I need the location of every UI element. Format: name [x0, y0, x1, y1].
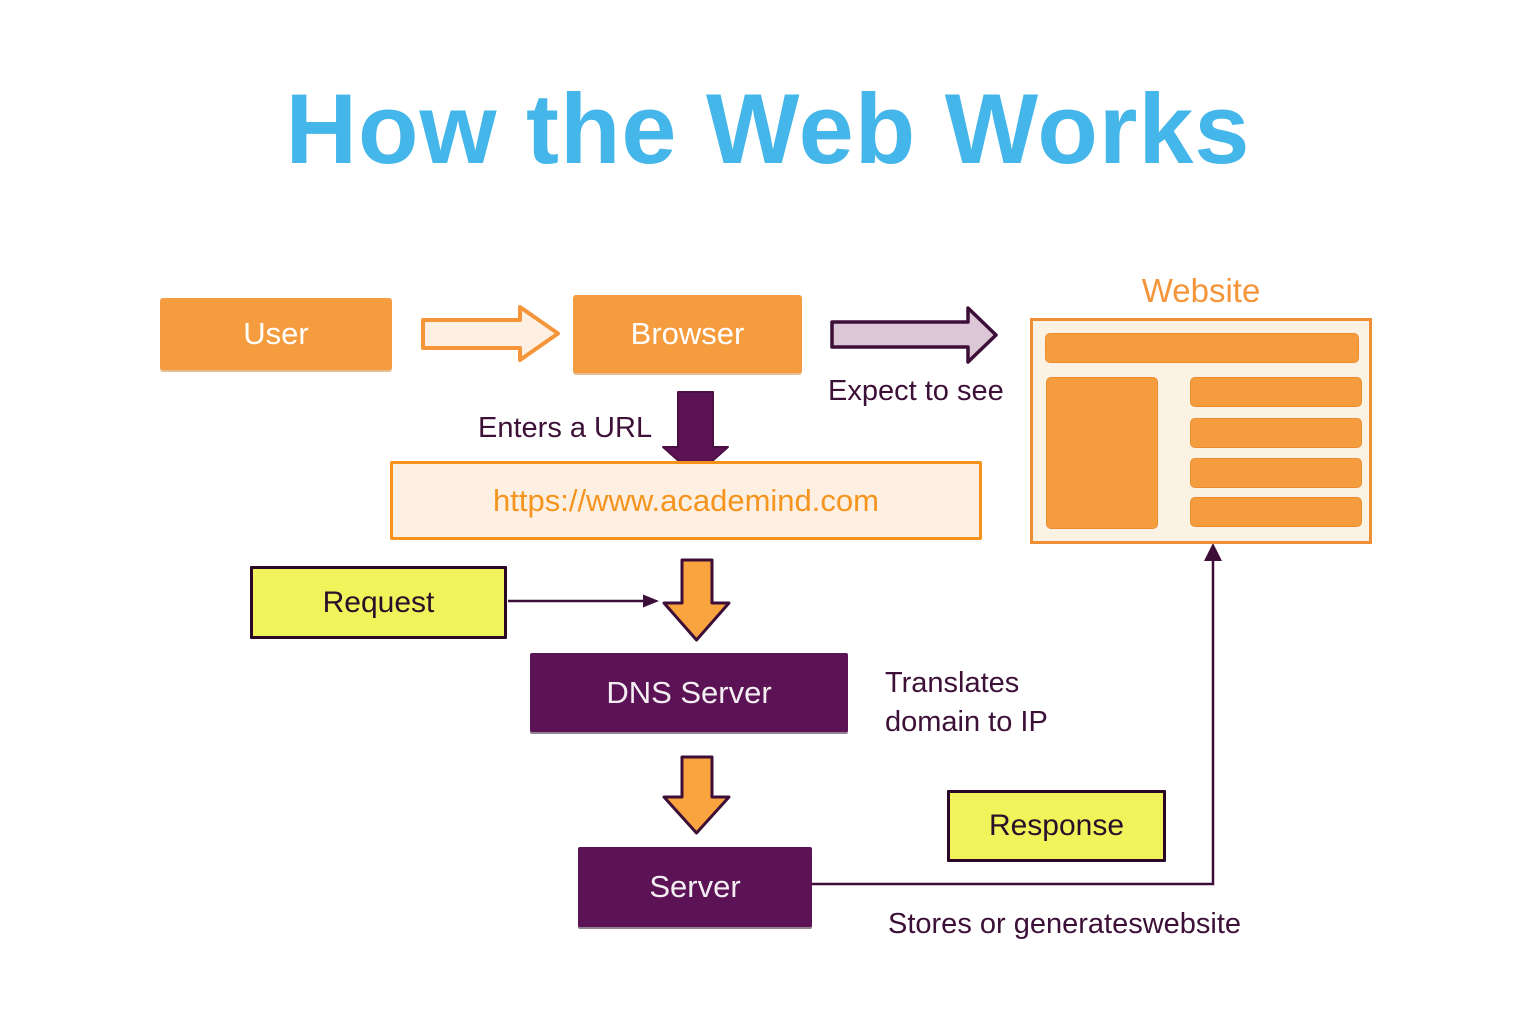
browser-node-label: Browser	[630, 316, 745, 351]
request-to-flow-arrowhead-icon	[643, 594, 659, 608]
website-label: Website	[1141, 272, 1261, 309]
translates-domain-label: Translates domain to IP	[885, 667, 1048, 739]
browser-node: Browser	[573, 295, 802, 373]
dns-to-server-arrow-icon	[662, 755, 731, 835]
url-field: https://www.academind.com	[390, 461, 982, 540]
server-to-website-arrowhead-icon	[1204, 543, 1222, 561]
dns-server-node-label: DNS Server	[606, 674, 772, 710]
browser-to-website-arrow-icon	[830, 306, 998, 364]
website-content-row	[1190, 418, 1362, 448]
response-node-label: Response	[988, 809, 1125, 842]
request-node-label: Request	[322, 585, 435, 619]
url-to-dns-arrow-icon	[662, 558, 731, 642]
dns-server-node: DNS Server	[530, 653, 848, 732]
server-node-label: Server	[649, 869, 741, 904]
response-node: Response	[947, 790, 1166, 862]
website-header-bar	[1045, 333, 1359, 363]
user-node-label: User	[243, 316, 309, 351]
request-node: Request	[250, 566, 507, 639]
enters-a-url-label: Enters a URL	[478, 412, 653, 444]
website-content-row	[1190, 497, 1362, 527]
url-value: https://www.academind.com	[493, 482, 879, 518]
stores-or-generates-label: Stores or generateswebsite	[888, 908, 1242, 940]
user-to-browser-arrow-icon	[421, 305, 560, 362]
website-content-row	[1190, 377, 1362, 407]
expect-to-see-label: Expect to see	[828, 375, 1004, 407]
website-content-row	[1190, 458, 1362, 488]
page-title: How the Web Works	[285, 73, 1251, 184]
website-mockup	[1030, 318, 1372, 544]
user-node: User	[160, 298, 392, 370]
website-sidebar-block	[1046, 377, 1158, 529]
server-node: Server	[578, 847, 812, 927]
